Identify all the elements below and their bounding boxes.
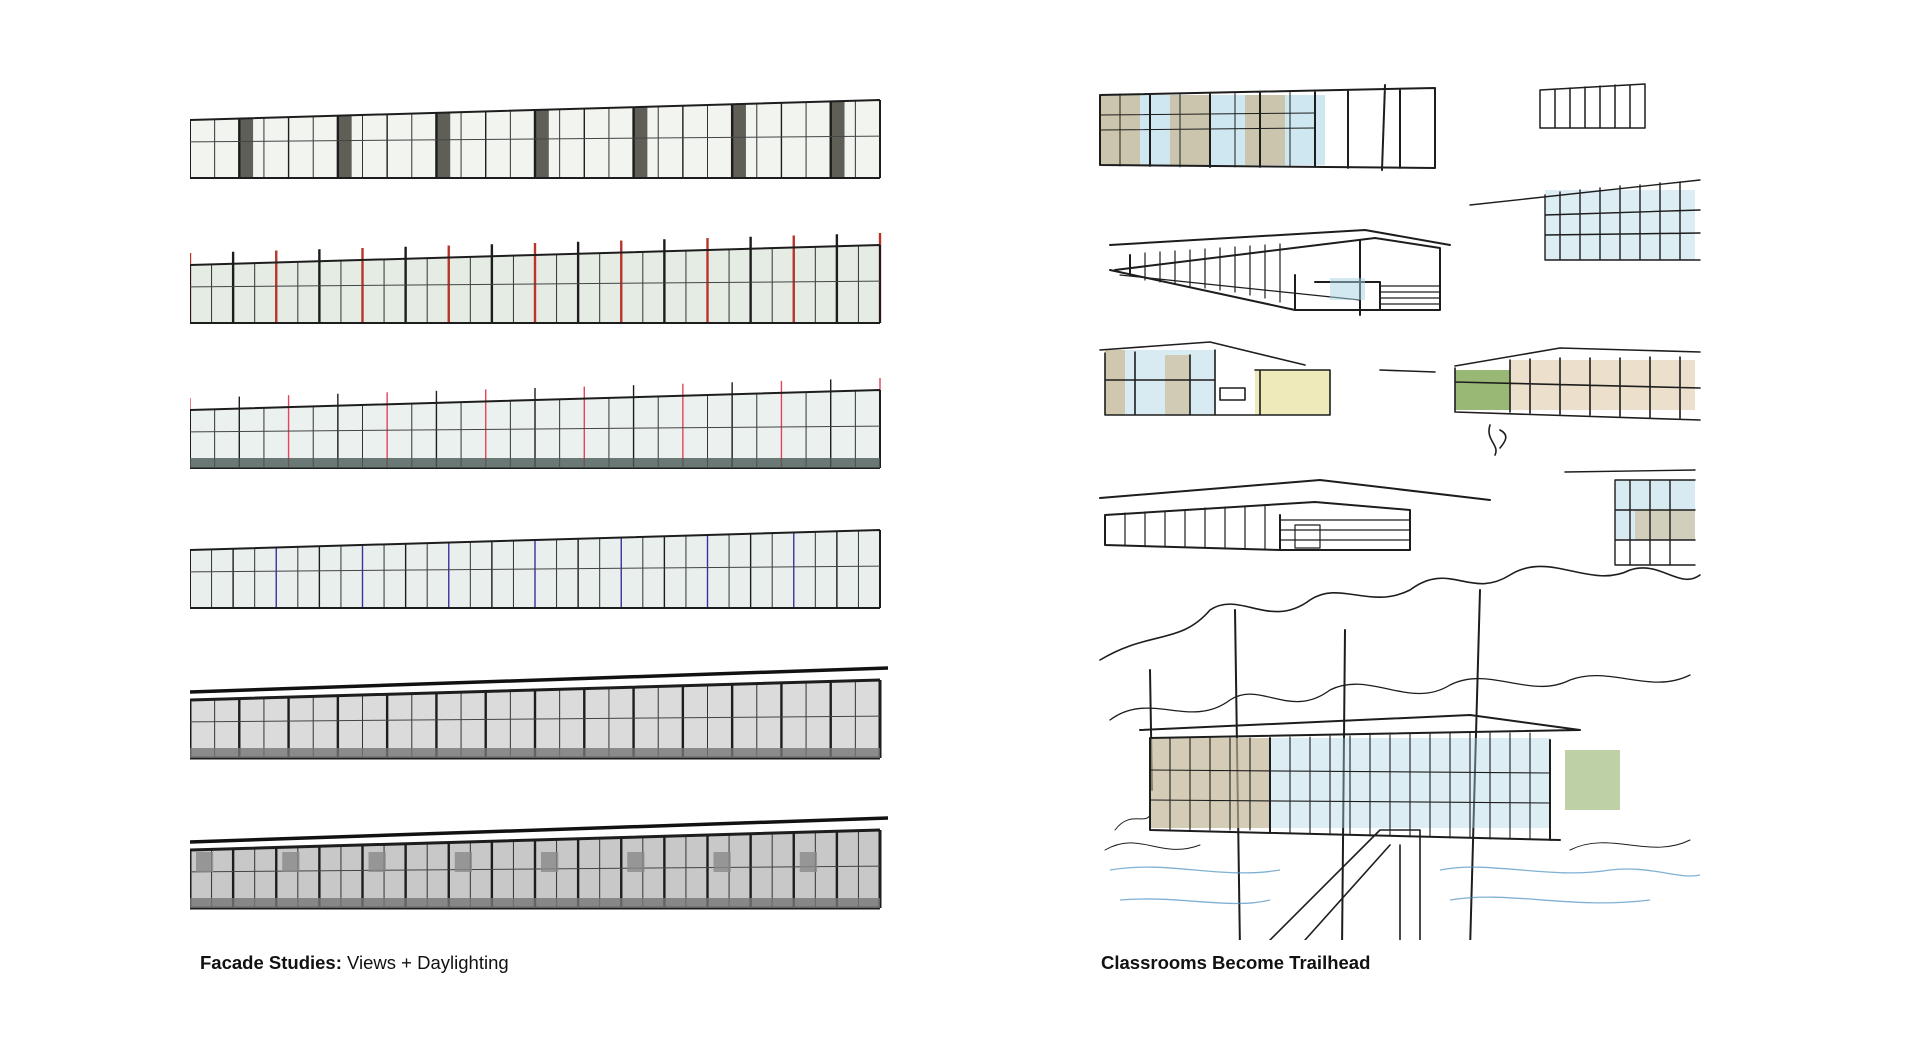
facade-studies-drawing xyxy=(190,99,889,910)
clerestory-study-strip xyxy=(190,378,881,469)
mullion-study-strip xyxy=(190,99,881,179)
elevation-fragment-sketch xyxy=(1469,179,1701,261)
colored-elevation-sketch xyxy=(1099,84,1436,171)
trailhead-landscape-sketch xyxy=(1099,565,1701,940)
green-perspective-sketch xyxy=(1379,347,1701,456)
canopy-study-strip xyxy=(190,666,889,760)
trailhead-sketches xyxy=(1099,83,1701,940)
blue-frame-study-strip xyxy=(190,529,881,609)
long-building-perspective xyxy=(1109,229,1451,316)
trailhead-caption-bold: Classrooms Become Trailhead xyxy=(1101,952,1371,973)
second-building-sketch xyxy=(1099,479,1491,551)
checker-study-strip xyxy=(190,816,889,910)
colored-box-sketch xyxy=(1099,341,1331,416)
red-column-study-strip xyxy=(190,233,882,324)
small-box-sketch xyxy=(1539,83,1646,129)
trailhead-caption: Classrooms Become Trailhead xyxy=(1101,952,1370,974)
facade-studies-caption-bold: Facade Studies: xyxy=(200,952,342,973)
corner-fragment-sketch xyxy=(1564,469,1696,566)
facade-studies-caption-rest: Views + Daylighting xyxy=(341,952,509,973)
facade-studies-caption: Facade Studies: Views + Daylighting xyxy=(200,952,509,974)
